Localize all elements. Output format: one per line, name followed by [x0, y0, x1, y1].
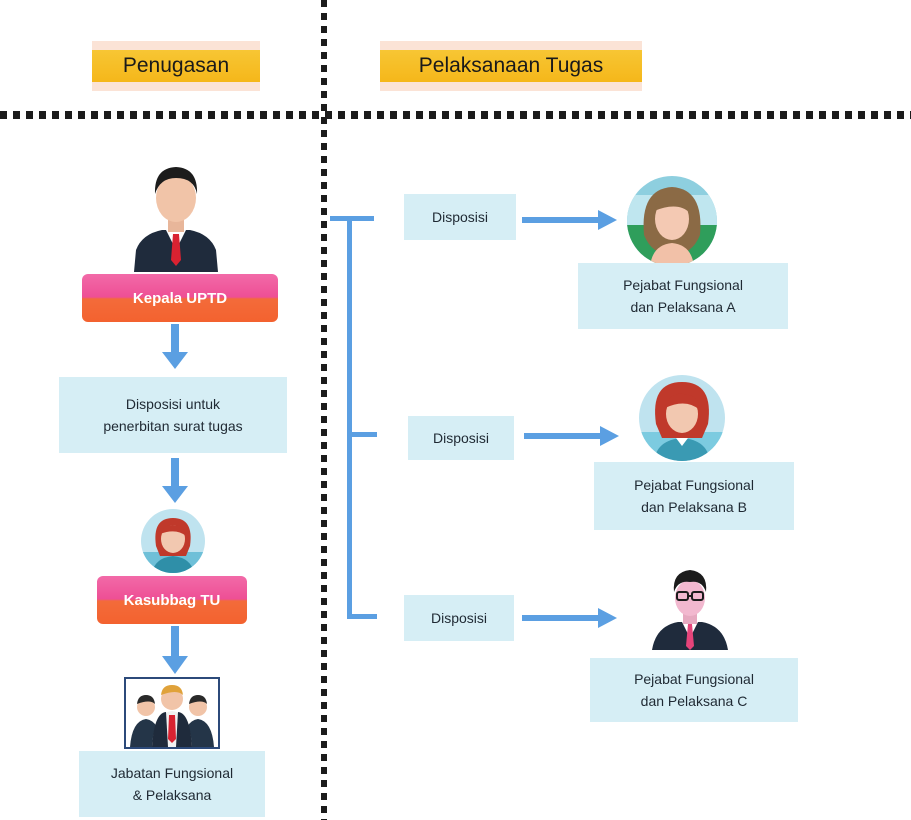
- disposition-note-text: Disposisi untuk penerbitan surat tugas: [103, 396, 243, 434]
- bracket-middle-connector: [347, 432, 377, 437]
- disposisi-label: Disposisi: [431, 209, 488, 225]
- recipient-box-b: Pejabat Fungsional dan Pelaksana B: [594, 462, 794, 530]
- team-group-icon: [124, 677, 220, 749]
- recipient-box-a: Pejabat Fungsional dan Pelaksana A: [578, 263, 788, 329]
- arrow-right-icon: [522, 608, 617, 628]
- recipient-box-c: Pejabat Fungsional dan Pelaksana C: [590, 658, 798, 722]
- man-glasses-avatar-icon: [652, 570, 728, 650]
- staff-group-box: Jabatan Fungsional & Pelaksana: [79, 751, 265, 817]
- woman-avatar-small-icon: [141, 509, 205, 573]
- bracket-vertical-connector: [347, 216, 352, 619]
- disposisi-box-c: Disposisi: [404, 595, 514, 641]
- arrow-down-icon: [162, 324, 188, 369]
- disposisi-box-a: Disposisi: [404, 194, 516, 240]
- bracket-bottom-connector: [347, 614, 377, 619]
- manager-avatar-icon: [128, 154, 224, 272]
- header-tag-penugasan: Penugasan: [92, 41, 260, 91]
- woman-avatar-b-icon: [639, 375, 725, 461]
- woman-avatar-a-icon: [627, 176, 717, 266]
- recipient-text: Pejabat Fungsional dan Pelaksana B: [634, 477, 754, 515]
- disposisi-label: Disposisi: [430, 610, 487, 626]
- arrow-right-icon: [522, 210, 617, 230]
- horizontal-separator: [0, 111, 911, 119]
- arrow-right-icon: [524, 426, 619, 446]
- kasubbag-tu-banner: Kasubbag TU: [97, 576, 247, 624]
- arrow-down-icon: [162, 626, 188, 674]
- recipient-text: Pejabat Fungsional dan Pelaksana C: [634, 671, 754, 709]
- arrow-down-icon: [162, 458, 188, 503]
- banner-label: Kasubbag TU: [123, 591, 221, 609]
- staff-group-text: Jabatan Fungsional & Pelaksana: [110, 765, 234, 803]
- kepala-uptd-banner: Kepala UPTD: [82, 274, 278, 322]
- vertical-separator: [321, 0, 327, 820]
- bracket-top-connector: [330, 216, 374, 221]
- header-tag-label: Penugasan: [122, 54, 230, 77]
- header-tag-label: Pelaksanaan Tugas: [418, 54, 604, 77]
- header-tag-pelaksanaan: Pelaksanaan Tugas: [380, 41, 642, 91]
- disposition-note-box: Disposisi untuk penerbitan surat tugas: [59, 377, 287, 453]
- banner-label: Kepala UPTD: [132, 289, 228, 307]
- disposisi-box-b: Disposisi: [408, 416, 514, 460]
- recipient-text: Pejabat Fungsional dan Pelaksana A: [623, 277, 743, 315]
- disposisi-label: Disposisi: [432, 430, 489, 446]
